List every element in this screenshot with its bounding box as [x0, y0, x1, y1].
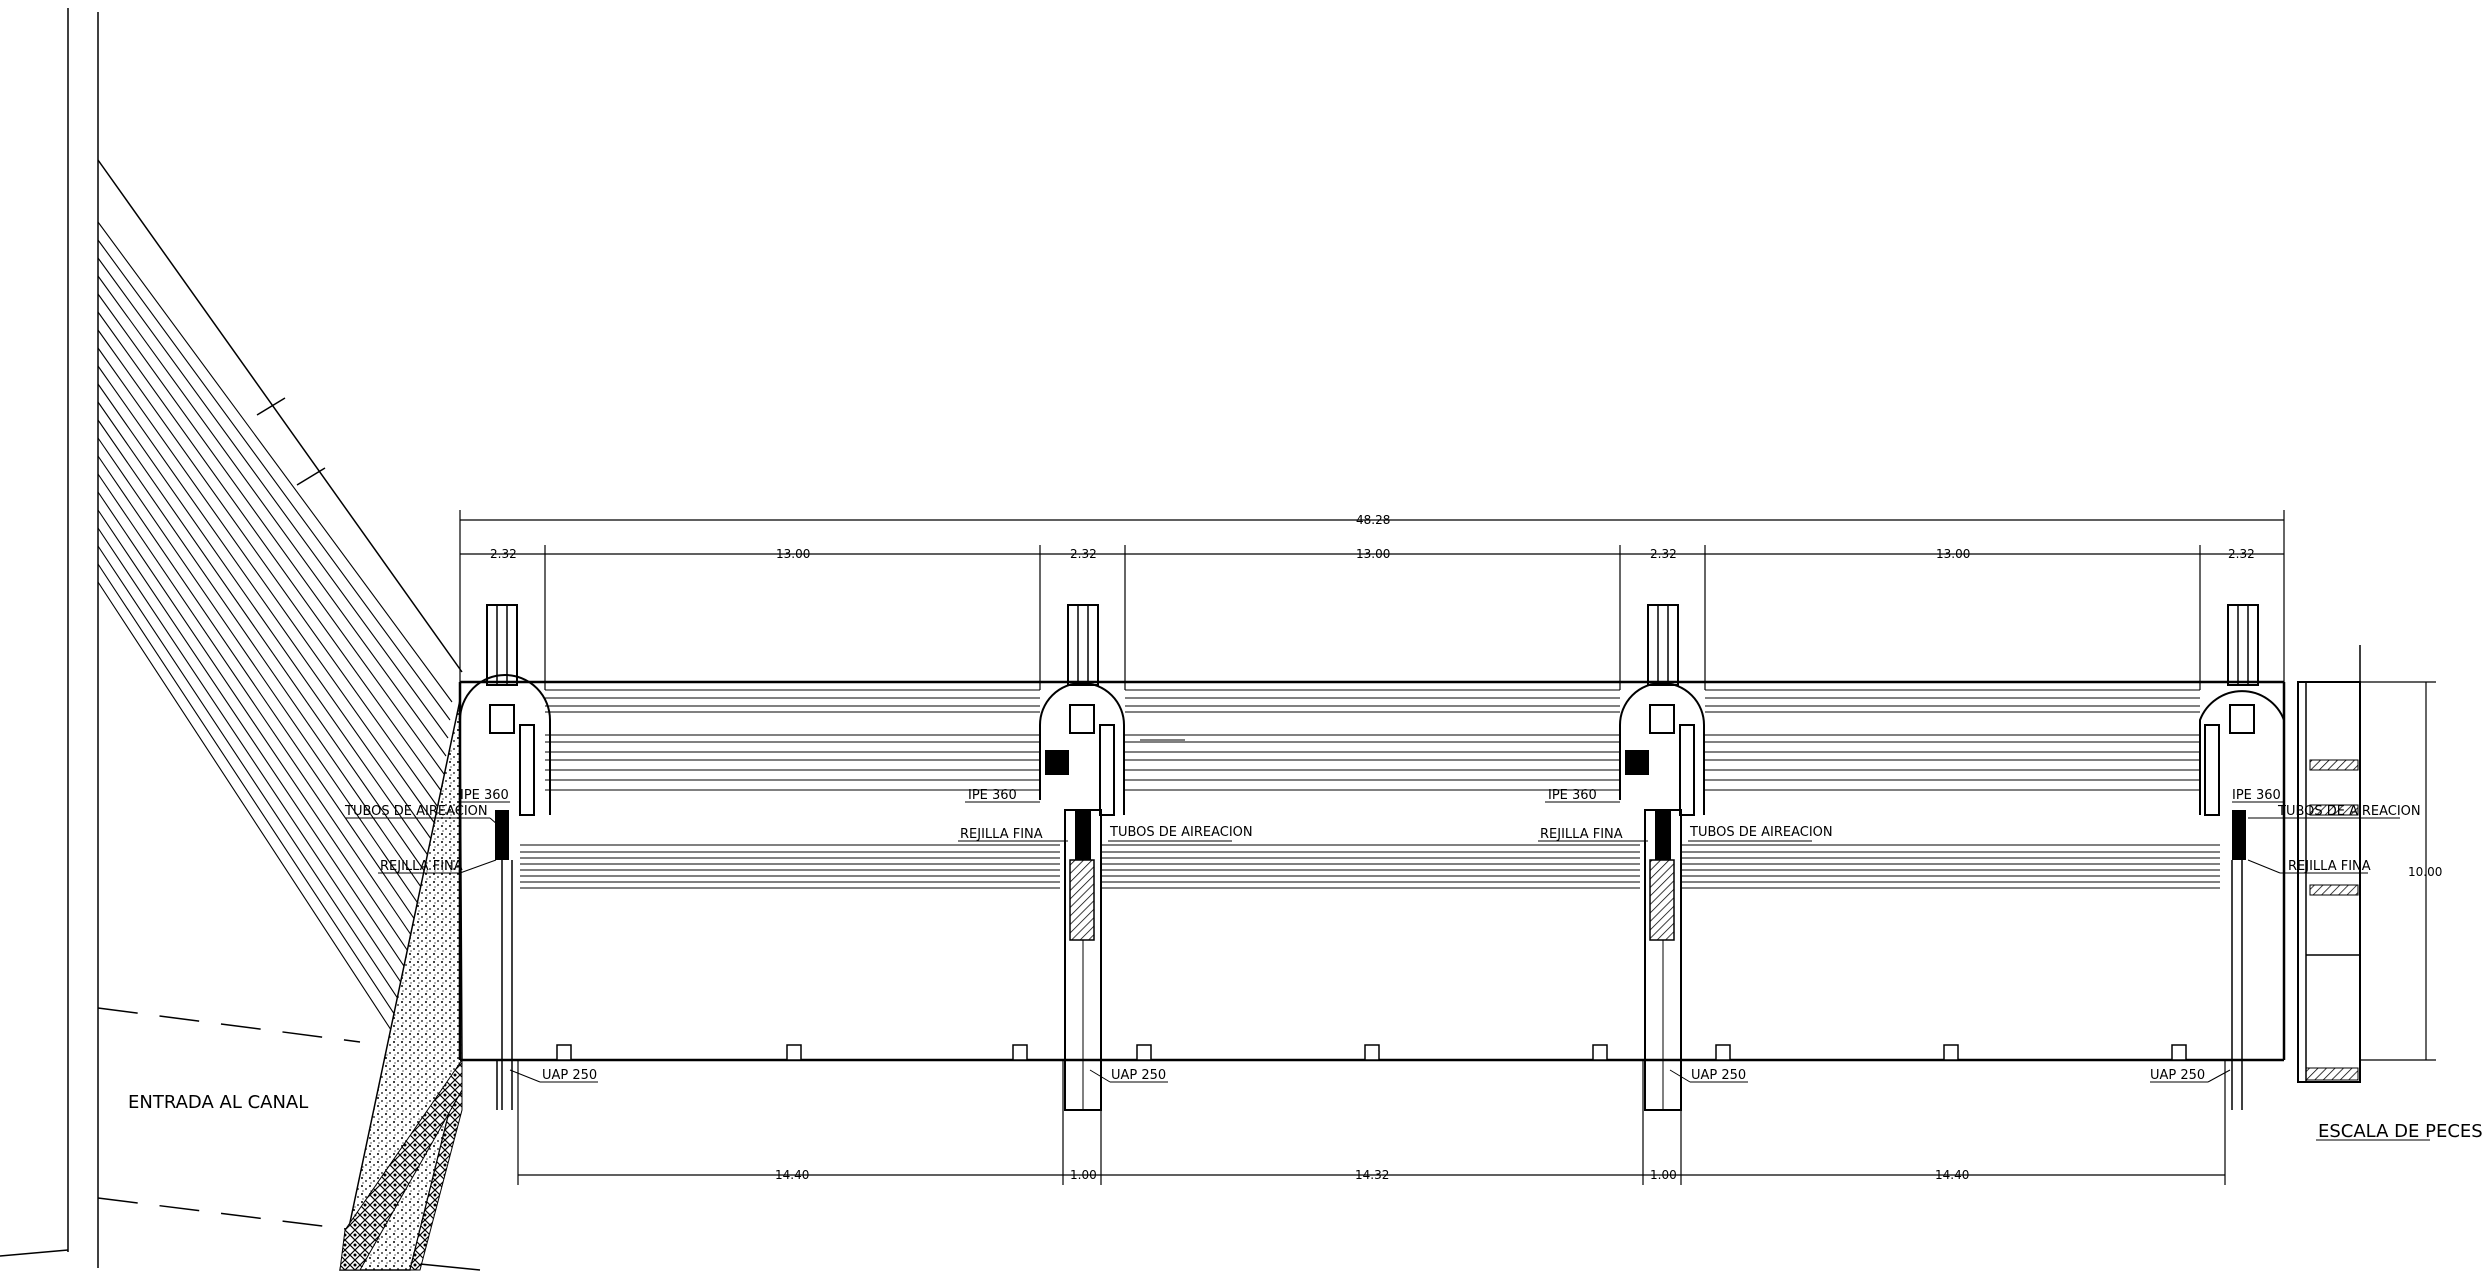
left-bank	[0, 8, 481, 1271]
pier-3	[1619, 604, 1705, 1111]
gate-lines	[520, 689, 2220, 889]
pier-dim-1: 2.32	[490, 547, 517, 561]
grid-label-4: REJILLA FINA	[2288, 859, 2371, 874]
pier-4	[2199, 604, 2285, 1110]
bottom-dim-2: 14.32	[1355, 1168, 1389, 1182]
riprap-wedge	[339, 699, 463, 1271]
slope-lines	[97, 221, 453, 1063]
bottom-pier-dim-2: 1.00	[1650, 1168, 1677, 1182]
grid-label-1: REJILLA FINA	[380, 859, 463, 874]
grid-label-2: REJILLA FINA	[960, 827, 1043, 842]
uap-label-2: UAP 250	[1111, 1068, 1166, 1083]
ipe-label-4: IPE 360	[2232, 788, 2281, 803]
uap-label-3: UAP 250	[1691, 1068, 1746, 1083]
dimension-lines	[459, 510, 2436, 1185]
ipe-label-3: IPE 360	[1548, 788, 1597, 803]
entrance-label: ENTRADA AL CANAL	[128, 1092, 308, 1113]
pier-dim-4: 2.32	[2228, 547, 2255, 561]
pier-2	[1039, 604, 1125, 1111]
pier-dim-2: 2.32	[1070, 547, 1097, 561]
aeration-label-2: TUBOS DE AIREACION	[1109, 825, 1253, 840]
uap-label-1: UAP 250	[542, 1068, 597, 1083]
bay-dim-2: 13.00	[1356, 547, 1390, 561]
bottom-dim-1: 14.40	[775, 1168, 809, 1182]
pier-dim-3: 2.32	[1650, 547, 1677, 561]
entrance-dashed	[97, 1007, 371, 1233]
ipe-label-1: IPE 360	[460, 788, 509, 803]
base-blocks	[556, 1044, 2187, 1061]
fish-ladder-label: ESCALA DE PECES	[2318, 1121, 2483, 1142]
bottom-dim-3: 14.40	[1935, 1168, 1969, 1182]
leader-lines	[345, 801, 2430, 1141]
uap-label-4: UAP 250	[2150, 1068, 2205, 1083]
fish-ladder	[2297, 645, 2361, 1083]
total-width-dim: 48.28	[1356, 513, 1390, 527]
ipe-label-2: IPE 360	[968, 788, 1017, 803]
pier-1	[459, 604, 551, 1110]
bay-dim-3: 13.00	[1936, 547, 1970, 561]
weir-body	[458, 680, 2286, 1062]
bottom-pier-dim-1: 1.00	[1070, 1168, 1097, 1182]
aeration-label-4: TUBOS DE AIREACION	[2277, 804, 2421, 819]
bay-dim-1: 13.00	[776, 547, 810, 561]
height-dim: 10.00	[2408, 865, 2442, 879]
grid-label-3: REJILLA FINA	[1540, 827, 1623, 842]
aeration-label-1: TUBOS DE AIREACION	[344, 804, 488, 819]
aeration-label-3: TUBOS DE AIREACION	[1689, 825, 1833, 840]
